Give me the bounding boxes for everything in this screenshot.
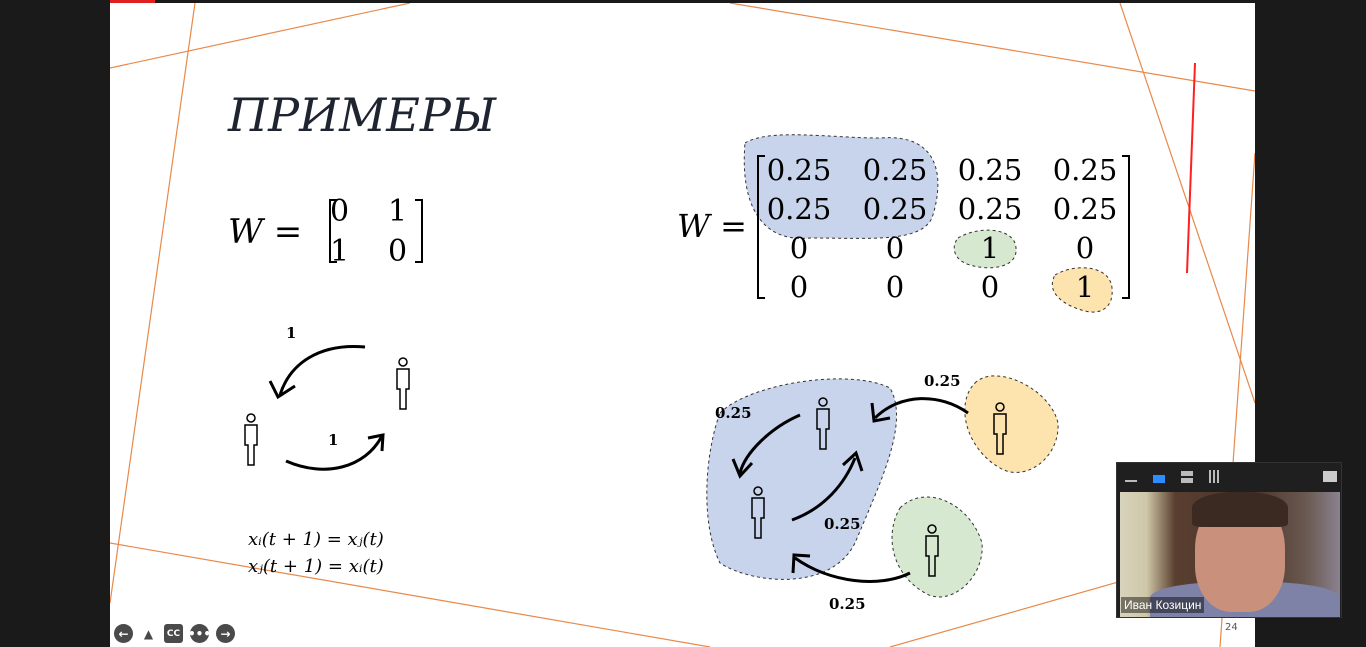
yellow-group-blob (964, 375, 1059, 473)
captions-button[interactable]: CC (164, 624, 183, 643)
arrows-left (268, 344, 385, 471)
matrix-cell: 0.25 (767, 192, 832, 226)
matrix-cell: 0 (388, 234, 407, 269)
w-label-right: W = (677, 207, 747, 245)
matrix-cell: 0 (981, 270, 999, 304)
matrix-cell: 0 (1076, 231, 1094, 265)
equation-1: xᵢ(t + 1) = xⱼ(t) (248, 529, 384, 550)
matrix-cell: 0 (790, 270, 808, 304)
matrix-cell: 0.25 (863, 153, 928, 187)
slide-number: 24 (1225, 622, 1238, 633)
exit-fullscreen-icon[interactable] (1323, 471, 1337, 482)
edge-weight: 0.25 (924, 372, 961, 390)
slide-title: ПРИМЕРЫ (227, 88, 497, 142)
person-icon (244, 357, 410, 466)
matrix-cell: 1 (1076, 270, 1094, 304)
yellow-group-highlight (1051, 267, 1113, 313)
speaker-view-icon[interactable] (1153, 475, 1165, 483)
presentation-slide: ПРИМЕРЫ W = 0 1 1 0 1 1 xᵢ(t + 1) = xⱼ(t… (110, 3, 1255, 647)
person-icon (751, 397, 1007, 577)
edge-weight: 1 (286, 324, 296, 342)
matrix-cell: 0.25 (958, 153, 1023, 187)
matrix-brackets-right (757, 155, 1130, 299)
matrix-cell: 0.25 (1053, 153, 1118, 187)
matrix-cell: 0 (330, 194, 349, 229)
equation-2: xⱼ(t + 1) = xᵢ(t) (248, 556, 384, 577)
matrix-brackets (329, 199, 423, 263)
video-panel[interactable]: Иван Козицин (1116, 462, 1342, 618)
green-group-blob (891, 496, 983, 598)
matrix-cell: 0.25 (1053, 192, 1118, 226)
matrix-cell: 1 (388, 194, 407, 229)
participant-video (1120, 492, 1340, 617)
gallery-view-icon[interactable] (1209, 470, 1221, 483)
edge-weight: 1 (328, 431, 338, 449)
arrows-right (731, 397, 969, 583)
top-indicator (110, 0, 155, 3)
more-options-button[interactable]: ••• (188, 624, 211, 643)
blue-group-blob (706, 378, 898, 580)
edge-labels: 0.25 0.25 0.25 0.25 (715, 372, 961, 613)
edge-weight: 0.25 (829, 595, 866, 613)
pen-tool-button[interactable]: ▲ (143, 626, 154, 641)
matrix-cell: 1 (981, 231, 999, 265)
video-toolbar (1117, 463, 1341, 491)
strip-view-icon[interactable] (1181, 471, 1193, 483)
green-group-highlight (953, 229, 1017, 269)
previous-slide-button[interactable]: ← (114, 624, 133, 643)
edge-weight: 0.25 (824, 515, 861, 533)
blue-group-highlight (743, 134, 939, 239)
next-slide-button[interactable]: → (216, 624, 235, 643)
matrix-cell: 1 (330, 234, 349, 269)
participant-name: Иван Козицин (1121, 597, 1205, 613)
minimize-icon[interactable] (1125, 480, 1137, 482)
edge-weight: 0.25 (715, 404, 752, 422)
matrix-cell: 0.25 (863, 192, 928, 226)
matrix-cell: 0 (886, 270, 904, 304)
matrix-cell: 0.25 (958, 192, 1023, 226)
matrix-4x4: 0.25 0.25 0.25 0.25 0.25 0.25 0.25 0.25 … (767, 153, 1118, 304)
ink-annotation (1186, 62, 1196, 274)
matrix-cell: 0.25 (767, 153, 832, 187)
matrix-cell: 0 (790, 231, 808, 265)
w-label-left: W = (228, 212, 302, 252)
matrix-cell: 0 (886, 231, 904, 265)
